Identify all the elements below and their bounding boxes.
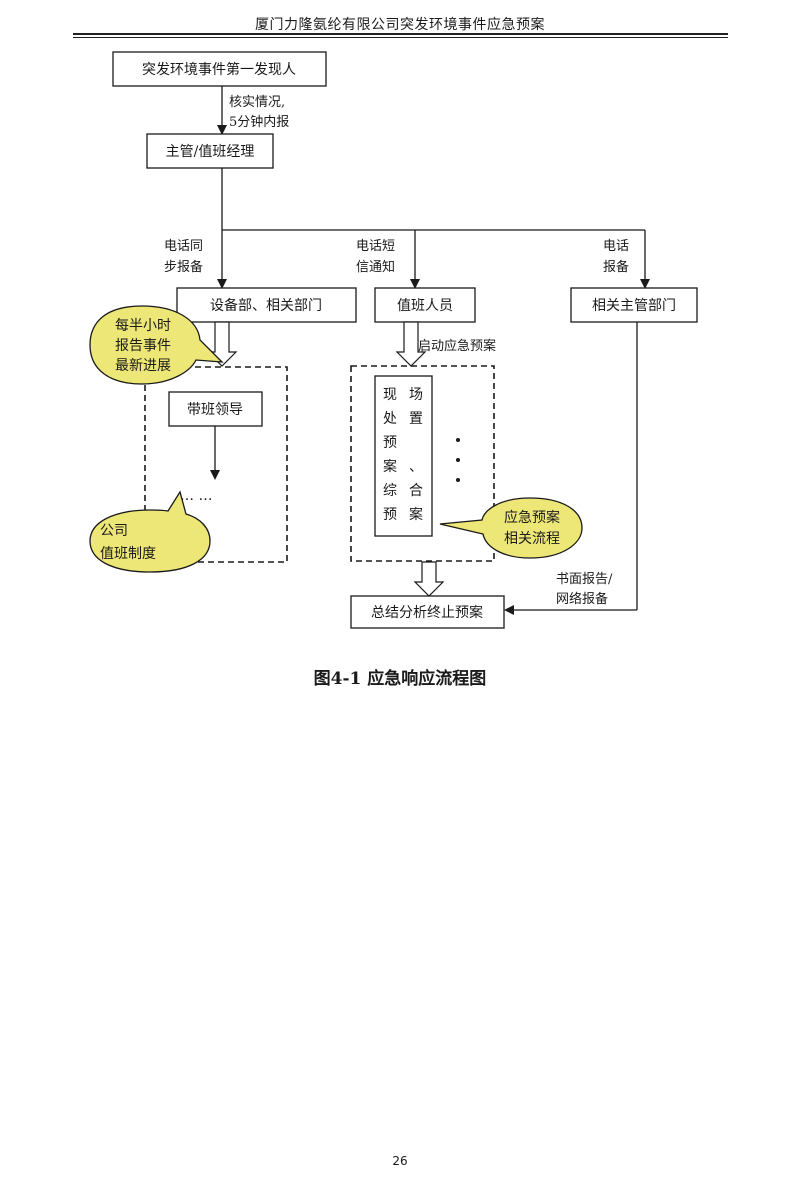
equipment-dept-box [176, 287, 357, 323]
page-header-title: 厦门力隆氨纶有限公司突发环境事件应急预案 [255, 17, 545, 33]
discoverer-box [112, 51, 327, 87]
onsite-plan-char: 现 [383, 387, 397, 403]
onsite-plan-char: 置 [409, 411, 423, 427]
hollow-arrow-summary [413, 561, 445, 597]
onsite-plan-char: 处 [383, 411, 397, 427]
phone-report-label-2: 报备 [603, 259, 629, 275]
callout-plan-line: 应急预案 [504, 509, 560, 526]
phone-report-label-1: 电话 [603, 239, 629, 254]
phone-sms-label-2: 信通知 [356, 259, 395, 275]
leader-on-duty-box [168, 391, 263, 427]
written-report-label-2: 网络报备 [556, 591, 608, 607]
verify-label-2: 5分钟内报 [229, 114, 289, 130]
onsite-plan-char: 案 [383, 458, 397, 475]
equipment-dept-text: 设备部、相关部门 [210, 297, 322, 314]
onsite-plan-char: 合 [409, 483, 423, 499]
onsite-plan-char: 案 [409, 506, 423, 523]
callout-company-line: 公司 [100, 523, 128, 539]
written-report-label-1: 书面报告/ [556, 572, 613, 587]
onsite-plan-char: 预 [383, 435, 397, 451]
callout-company-line: 值班制度 [100, 546, 156, 562]
callout-plan-line: 相关流程 [504, 531, 560, 547]
phone-sms-label-1: 电话短 [356, 239, 395, 254]
supervisor-box [146, 133, 274, 169]
vertical-dot [456, 438, 460, 442]
leader-dashed-group [144, 366, 288, 563]
callout-half-hour-line: 最新进展 [115, 358, 171, 374]
hollow-arrow-duty-staff [395, 321, 427, 367]
duty-staff-box [374, 287, 476, 323]
emergency-response-flowchart: 突发环境事件第一发现人 核实情况, 5分钟内报 主管/值班经理 电话同 步报备 … [89, 51, 698, 629]
duty-staff-text: 值班人员 [397, 298, 453, 314]
onsite-dashed-group [350, 365, 495, 562]
onsite-plan-char: 、 [409, 459, 423, 475]
header-rule [73, 33, 728, 35]
supervisor-text: 主管/值班经理 [166, 144, 255, 160]
onsite-plan-char: 预 [383, 507, 397, 523]
callout-half-hour-line: 报告事件 [115, 338, 171, 354]
callout-half-hour-line: 每半小时 [115, 318, 171, 334]
callout-company [89, 490, 211, 573]
onsite-plan-char: 综 [383, 483, 397, 499]
discoverer-text: 突发环境事件第一发现人 [142, 61, 296, 78]
callout-half-hour [89, 305, 224, 385]
figure-caption: 图4-1 应急响应流程图 [313, 669, 487, 689]
activate-plan-label: 启动应急预案 [418, 338, 496, 354]
leader-ellipsis: … … [180, 488, 212, 504]
related-dept-box [570, 287, 698, 323]
onsite-plan-char: 场 [409, 387, 423, 403]
onsite-plan-box [374, 375, 433, 537]
verify-label-1: 核实情况, [229, 95, 285, 110]
phone-sync-label-2: 步报备 [164, 259, 203, 275]
callout-plan [439, 497, 583, 559]
phone-sync-label-1: 电话同 [164, 239, 203, 254]
page-number: 26 [392, 1154, 408, 1168]
header-rule-thin [73, 37, 728, 38]
summary-text: 总结分析终止预案 [371, 604, 483, 621]
leader-on-duty-text: 带班领导 [187, 402, 243, 418]
vertical-dot [456, 478, 460, 482]
vertical-dot [456, 458, 460, 462]
related-dept-text: 相关主管部门 [592, 298, 676, 314]
